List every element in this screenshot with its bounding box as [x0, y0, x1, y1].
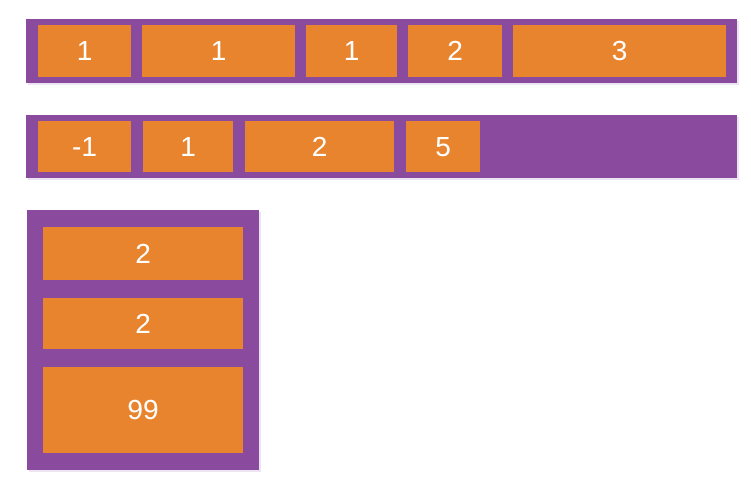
flex-item: 2 — [245, 121, 394, 172]
flex-item: 3 — [513, 25, 726, 77]
flex-item: 2 — [43, 298, 243, 349]
flex-item: 1 — [306, 25, 397, 77]
flex-item: 99 — [43, 367, 243, 453]
flex-item: 1 — [143, 121, 233, 172]
flex-item: 2 — [408, 25, 502, 77]
flex-item: 1 — [142, 25, 295, 77]
flex-item: 5 — [406, 121, 480, 172]
flex-container-column: 2 2 99 — [27, 210, 259, 470]
flex-item: 1 — [38, 25, 131, 77]
flex-item: -1 — [38, 121, 131, 172]
flex-item: 2 — [43, 227, 243, 280]
